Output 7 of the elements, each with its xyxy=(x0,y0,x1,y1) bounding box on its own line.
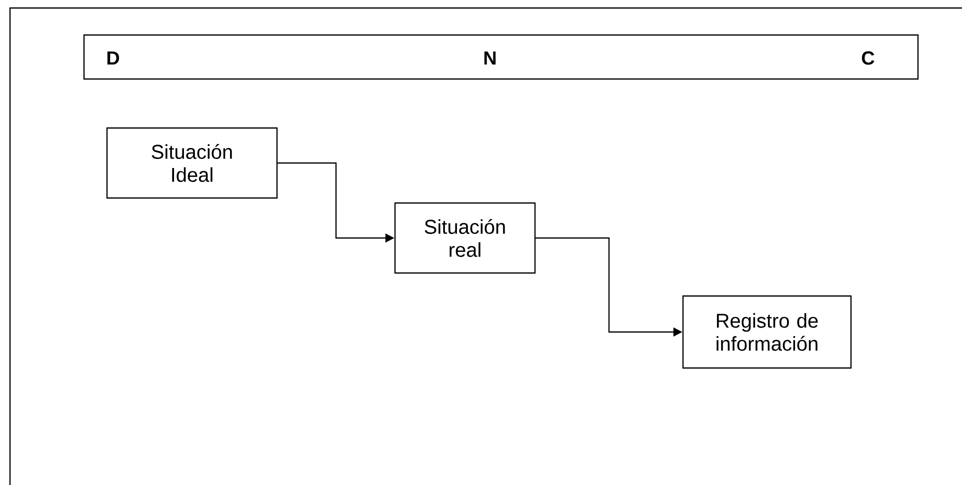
process-box: Situación Ideal xyxy=(106,127,278,199)
header-letter: C xyxy=(862,51,874,65)
process-box: Registro de información xyxy=(682,295,852,369)
process-box: Situación real xyxy=(394,202,536,274)
header-bar xyxy=(83,34,919,80)
header-letter: D xyxy=(107,51,120,65)
header-letter: N xyxy=(484,51,496,65)
